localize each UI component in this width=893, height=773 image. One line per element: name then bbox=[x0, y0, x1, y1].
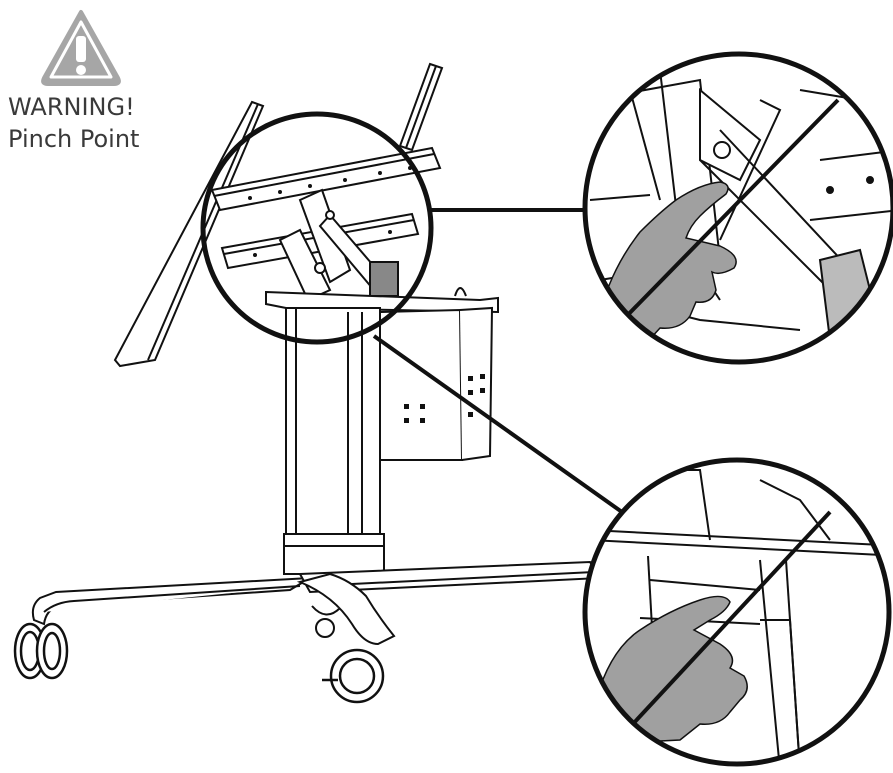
magnifier-circle-head bbox=[200, 111, 434, 345]
prohibited-slash-top bbox=[613, 98, 840, 330]
tilt-mechanism bbox=[278, 188, 399, 302]
magnifier-circle-column bbox=[315, 618, 335, 638]
prohibited-slash-bottom bbox=[616, 510, 832, 742]
caster-center bbox=[322, 648, 385, 704]
warning-title: WARNING! bbox=[8, 93, 135, 121]
base-feet bbox=[31, 560, 602, 646]
callout-column bbox=[582, 457, 892, 767]
caster-left bbox=[13, 622, 69, 680]
caster-back bbox=[311, 605, 341, 616]
control-box bbox=[379, 306, 494, 461]
warning-triangle-icon bbox=[41, 10, 121, 86]
warning-subtitle: Pinch Point bbox=[8, 125, 140, 153]
callout-tilt-bracket bbox=[582, 51, 893, 365]
column bbox=[283, 307, 385, 575]
leader-line-bottom bbox=[372, 334, 631, 519]
hand-bottom bbox=[595, 595, 748, 745]
